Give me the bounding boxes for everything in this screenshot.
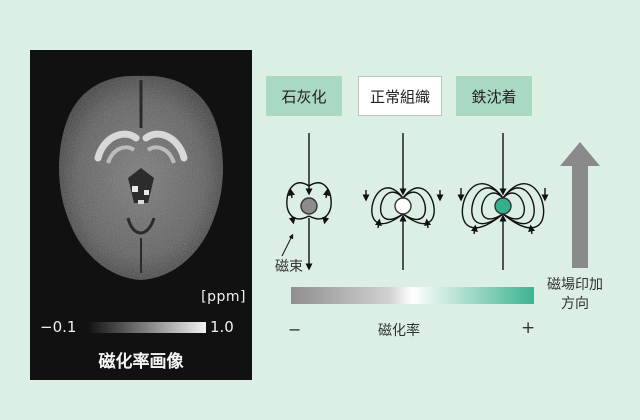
susceptibility-gradient-bar (291, 287, 534, 304)
dipole-diagrams (262, 128, 562, 273)
minus-label: − (288, 320, 301, 339)
field-direction-line1: 磁場印加 (546, 276, 604, 295)
plus-label: + (521, 318, 535, 338)
susceptibility-label: 磁化率 (378, 320, 420, 340)
normal-tissue-label: 正常組織 (358, 76, 442, 116)
colorbar: −0.1 1.0 (40, 318, 245, 338)
unit-label: [ppm] (201, 289, 246, 305)
scale-min-label: −0.1 (40, 318, 76, 336)
field-direction-line2: 方向 (546, 295, 604, 314)
brain-mri-image (48, 68, 234, 288)
mri-panel: [ppm] −0.1 1.0 磁化率画像 (30, 50, 252, 380)
field-direction-arrow (560, 142, 600, 268)
flux-label: 磁束 (275, 256, 303, 276)
calcification-label: 石灰化 (266, 76, 342, 116)
normal-tissue-dipole (366, 133, 440, 270)
scale-max-label: 1.0 (210, 318, 234, 336)
iron-deposition-dipole (461, 133, 545, 270)
field-direction-label: 磁場印加 方向 (546, 276, 604, 314)
flux-pointer-line (282, 236, 292, 256)
mri-title: 磁化率画像 (30, 347, 252, 372)
iron-deposition-label: 鉄沈着 (456, 76, 532, 116)
calcification-dipole (287, 133, 331, 267)
grayscale-bar (88, 322, 206, 333)
